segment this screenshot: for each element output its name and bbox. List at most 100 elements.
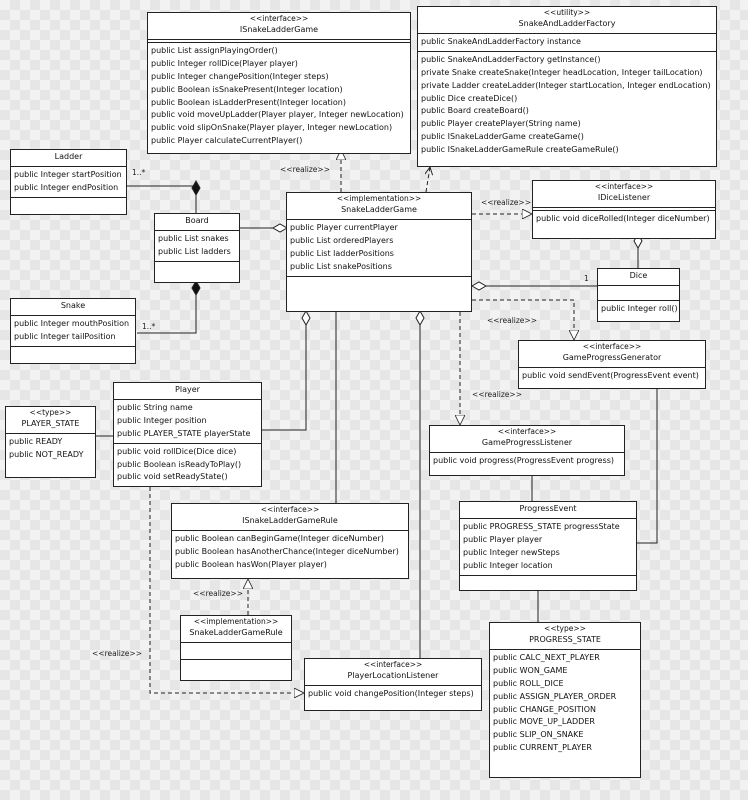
stereotype: <<interface>> <box>363 660 423 669</box>
class-ladder[interactable]: Ladder public Integer startPosition publ… <box>10 149 127 215</box>
class-player-state[interactable]: <<type>>PLAYER_STATE public READY public… <box>5 406 96 478</box>
operation: public ISnakeLadderGame createGame() <box>421 132 584 142</box>
operation: private Snake createSnake(Integer headLo… <box>421 67 703 77</box>
operation: public void changePosition(Integer steps… <box>308 688 474 698</box>
operation: public Player createPlayer(String name) <box>421 119 581 129</box>
attribute: public SnakeAndLadderFactory instance <box>421 36 581 46</box>
multiplicity-label: 1..* <box>142 322 156 331</box>
class-gameprogresslistener[interactable]: <<interface>> GameProgressListener public… <box>429 425 625 476</box>
class-name: Dice <box>629 271 648 280</box>
class-name: Ladder <box>54 152 83 161</box>
realize-label: <<realize>> <box>92 649 142 658</box>
attribute: public CURRENT_PLAYER <box>493 743 592 753</box>
attribute: public Integer tailPosition <box>14 331 116 341</box>
operation: public Integer changePosition(Integer st… <box>151 71 329 81</box>
stereotype: <<interface>> <box>249 14 309 23</box>
realize-label: <<realize>> <box>487 316 537 325</box>
class-progress-state[interactable]: <<type>>PROGRESS_STATE public CALC_NEXT_… <box>489 622 641 778</box>
attribute: public List snakePositions <box>290 261 392 271</box>
operation: public Boolean canBeginGame(Integer dice… <box>175 533 384 543</box>
operation: public void moveUpLadder(Player player, … <box>151 110 404 120</box>
realize-label: <<realize>> <box>280 165 330 174</box>
operation: private Ladder createLadder(Integer star… <box>421 80 711 90</box>
class-isnakeladdergamerule[interactable]: <<interface>> ISnakeLadderGameRule public… <box>171 503 409 579</box>
operation: public void sendEvent(ProgressEvent even… <box>522 370 699 380</box>
realize-player-to-ploc <box>149 487 304 693</box>
operation: public void slipOnSnake(Player player, I… <box>151 123 393 133</box>
attribute: public Integer newSteps <box>463 547 560 557</box>
operation: public void progress(ProgressEvent progr… <box>433 455 614 465</box>
class-name: Board <box>185 216 209 225</box>
association-gpg-pevent <box>637 389 658 544</box>
class-name: PlayerLocationListener <box>347 671 439 680</box>
attribute: public PLAYER_STATE playerState <box>117 428 251 438</box>
class-name: GameProgressGenerator <box>562 353 662 362</box>
class-name: IDiceListener <box>597 193 651 202</box>
attribute: public List snakes <box>158 233 229 243</box>
class-idicelistener[interactable]: <<interface>> IDiceListener public void d… <box>532 180 716 239</box>
operation: public void diceRolled(Integer diceNumbe… <box>536 213 710 223</box>
stereotype: <<interface>> <box>260 505 320 514</box>
class-playerlocationlistener[interactable]: <<interface>> PlayerLocationListener publ… <box>304 658 482 711</box>
class-player[interactable]: Player public String name public Integer… <box>113 382 262 487</box>
operation: public Integer roll() <box>601 303 678 313</box>
operation: public SnakeAndLadderFactory getInstance… <box>421 54 601 64</box>
attribute: public Player player <box>463 534 543 544</box>
operation: public Boolean isReadyToPlay() <box>117 459 242 469</box>
class-dice[interactable]: Dice public Integer roll() <box>597 268 680 322</box>
class-name: SnakeLadderGame <box>341 205 417 214</box>
class-snake[interactable]: Snake public Integer mouthPosition publi… <box>10 298 136 364</box>
class-name: PLAYER_STATE <box>21 419 80 428</box>
composition-board-ladder <box>125 172 197 213</box>
operation: public Dice createDice() <box>421 93 518 103</box>
operation: public void rollDice(Dice dice) <box>117 446 237 456</box>
attribute: public Integer location <box>463 560 553 570</box>
stereotype: <<interface>> <box>594 182 654 191</box>
stereotype: <<implementation>> <box>193 617 279 626</box>
aggregation-diamond-player <box>301 309 311 327</box>
class-name: GameProgressListener <box>481 438 573 447</box>
class-name: ISnakeLadderGame <box>239 25 319 34</box>
attribute: public Player currentPlayer <box>290 222 398 232</box>
attribute: public List ladders <box>158 246 231 256</box>
class-board[interactable]: Board public List snakes public List lad… <box>154 213 240 283</box>
attribute: public CHANGE_POSITION <box>493 704 597 714</box>
aggregation-game-player <box>262 325 307 431</box>
class-snakeandladderfactory[interactable]: <<utility>> SnakeAndLadderFactory public … <box>417 6 717 167</box>
aggregation-diamond-ploc <box>415 309 425 327</box>
operation: public Boolean isLadderPresent(Integer l… <box>151 97 346 107</box>
composition-diamond-snake <box>191 279 201 297</box>
class-name: ISnakeLadderGameRule <box>242 516 338 525</box>
attribute: public CALC_NEXT_PLAYER <box>493 652 600 662</box>
composition-diamond-ladder <box>191 179 201 197</box>
class-progressevent[interactable]: ProgressEvent public PROGRESS_STATE prog… <box>459 501 637 591</box>
attribute: public Integer position <box>117 415 207 425</box>
stereotype: <<interface>> <box>497 427 557 436</box>
attribute: public NOT_READY <box>9 449 84 459</box>
class-gameprogressgenerator[interactable]: <<interface>> GameProgressGenerator publi… <box>518 340 706 389</box>
stereotype: <<interface>> <box>582 342 642 351</box>
attribute: public ASSIGN_PLAYER_ORDER <box>493 691 617 701</box>
realize-label: <<realize>> <box>472 390 522 399</box>
realize-label: <<realize>> <box>193 589 243 598</box>
class-name: SnakeAndLadderFactory <box>518 19 616 28</box>
class-snakeladdergame[interactable]: <<implementation>>SnakeLadderGame public… <box>286 192 472 312</box>
operation: public Boolean isSnakePresent(Integer lo… <box>151 84 343 94</box>
class-snakeladdergamerule[interactable]: <<implementation>> SnakeLadderGameRule <box>180 615 292 681</box>
operation: public void setReadyState() <box>117 472 228 482</box>
stereotype: <<utility>> <box>543 8 591 17</box>
operation: public Player calculateCurrentPlayer() <box>151 136 303 146</box>
operation: public Integer rollDice(Player player) <box>151 58 298 68</box>
attribute: public PROGRESS_STATE progressState <box>463 521 620 531</box>
class-name: Player <box>175 385 200 394</box>
stereotype: <<type>> <box>29 408 72 417</box>
class-isnakeladdergame[interactable]: <<interface>>ISnakeLadderGame public Lis… <box>147 12 411 154</box>
attribute: public List orderedPlayers <box>290 235 394 245</box>
realize-label: <<realize>> <box>481 198 531 207</box>
aggregation-diamond-board <box>271 223 289 233</box>
attribute: public SLIP_ON_SNAKE <box>493 730 584 740</box>
operation: public Boolean hasAnotherChance(Integer … <box>175 546 399 556</box>
class-name: SnakeLadderGameRule <box>189 628 283 637</box>
operation: public Boolean hasWon(Player player) <box>175 559 327 569</box>
